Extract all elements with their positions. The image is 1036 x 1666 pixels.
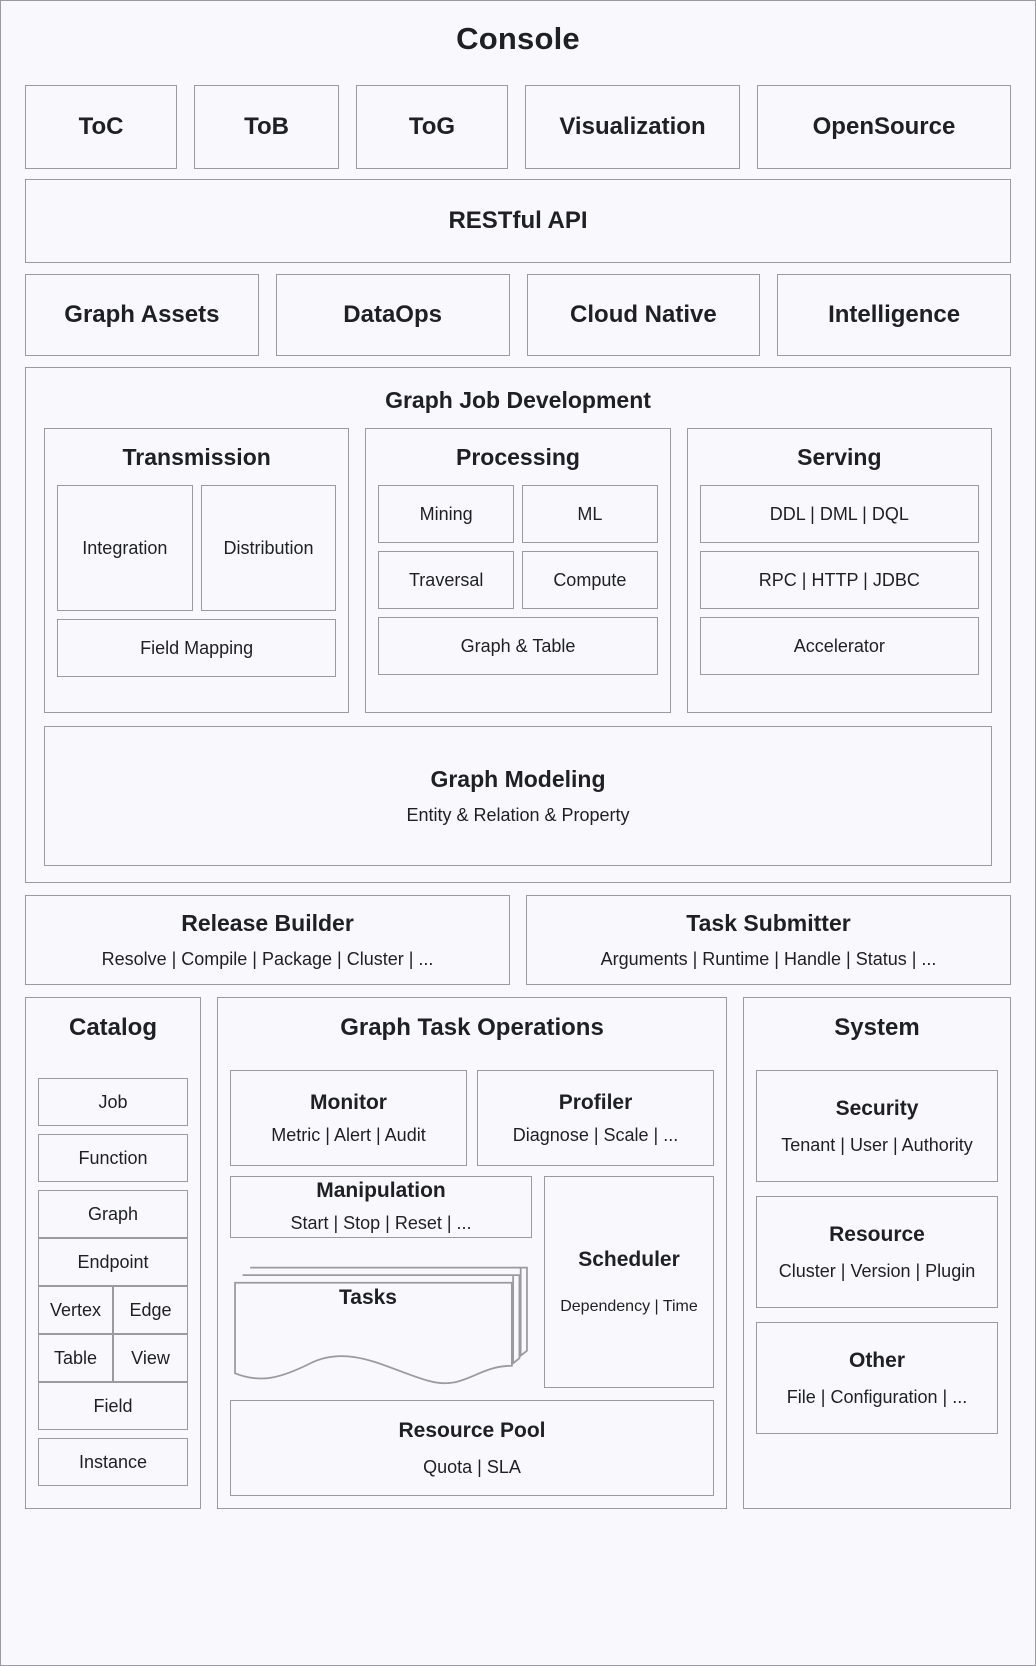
scheduler-title: Scheduler (578, 1248, 680, 1271)
graph-task-operations-column: Graph Task Operations Monitor Metric | A… (217, 997, 727, 1509)
manipulation-scheduler-row: Manipulation Start | Stop | Reset | ... … (230, 1176, 714, 1388)
profiler-subtitle: Diagnose | Scale | ... (512, 1124, 679, 1145)
task-submitter-title: Task Submitter (686, 910, 851, 936)
capability-dataops[interactable]: DataOps (275, 274, 510, 356)
transmission-distribution[interactable]: Distribution (200, 485, 337, 611)
graph-job-development-section: Graph Job Development Transmission Integ… (25, 367, 1011, 883)
system-title: System (834, 1014, 920, 1041)
graph-modeling-title: Graph Modeling (430, 766, 606, 793)
catalog-item-endpoint[interactable]: Endpoint (38, 1238, 188, 1286)
catalog-title: Catalog (68, 1014, 157, 1041)
channel-visualization[interactable]: Visualization (525, 85, 740, 169)
tasks-document-stack-icon (234, 1266, 528, 1384)
catalog-item-view[interactable]: View (113, 1334, 188, 1382)
bottom-row: Catalog Job Function Graph Endpoint Vert… (25, 997, 1011, 1509)
processing-traversal[interactable]: Traversal (378, 551, 514, 609)
transmission-field-mapping[interactable]: Field Mapping (57, 619, 337, 677)
serving-ddl-dml-dql[interactable]: DDL | DML | DQL (699, 485, 979, 543)
catalog-item-instance[interactable]: Instance (38, 1438, 188, 1486)
graph-job-development-title: Graph Job Development (385, 387, 651, 413)
processing-compute[interactable]: Compute (522, 551, 658, 609)
other-subtitle: File | Configuration | ... (786, 1386, 968, 1407)
release-builder-title: Release Builder (181, 910, 354, 936)
system-column: System Security Tenant | User | Authorit… (743, 997, 1011, 1509)
processing-title: Processing (455, 444, 580, 470)
processing-graph-and-table[interactable]: Graph & Table (378, 617, 658, 675)
transmission-integration[interactable]: Integration (57, 485, 193, 611)
graph-task-operations-title: Graph Task Operations (340, 1014, 604, 1041)
catalog-item-table[interactable]: Table (38, 1334, 113, 1382)
builder-row: Release Builder Resolve | Compile | Pack… (25, 895, 1011, 985)
resource-subtitle: Cluster | Version | Plugin (778, 1260, 976, 1281)
restful-api-layer: RESTful API (25, 179, 1011, 263)
channel-toc[interactable]: ToC (25, 85, 177, 169)
security-subtitle: Tenant | User | Authority (781, 1134, 973, 1155)
task-submitter-box[interactable]: Task Submitter Arguments | Runtime | Han… (526, 895, 1011, 985)
channel-tog[interactable]: ToG (356, 85, 508, 169)
transmission-pair-row: Integration Distribution (57, 485, 337, 611)
resource-pool-title: Resource Pool (398, 1418, 546, 1442)
manipulation-box[interactable]: Manipulation Start | Stop | Reset | ... (230, 1176, 532, 1238)
manipulation-subtitle: Start | Stop | Reset | ... (290, 1213, 472, 1234)
capability-graph-assets[interactable]: Graph Assets (25, 274, 259, 356)
serving-column: Serving DDL | DML | DQL RPC | HTTP | JDB… (686, 428, 992, 714)
catalog-split-row-2: Table View (38, 1334, 188, 1382)
monitor-box[interactable]: Monitor Metric | Alert | Audit (230, 1070, 467, 1166)
task-submitter-subtitle: Arguments | Runtime | Handle | Status | … (600, 949, 937, 969)
manipulation-title: Manipulation (316, 1179, 446, 1203)
processing-pair-row-2: Traversal Compute (378, 551, 658, 609)
graph-job-development-columns: Transmission Integration Distribution Fi… (44, 428, 992, 714)
scheduler-subtitle: Dependency | Time (560, 1298, 698, 1315)
console-title: Console (456, 21, 580, 56)
catalog-item-edge[interactable]: Edge (113, 1286, 188, 1334)
system-card-other[interactable]: Other File | Configuration | ... (756, 1322, 998, 1434)
processing-pair-row-1: Mining ML (378, 485, 658, 543)
monitor-title: Monitor (310, 1090, 387, 1114)
resource-pool-box[interactable]: Resource Pool Quota | SLA (230, 1400, 714, 1496)
channel-row: ToC ToB ToG Visualization OpenSource (25, 85, 1011, 169)
processing-ml[interactable]: ML (522, 485, 658, 543)
capability-cloud-native[interactable]: Cloud Native (526, 274, 761, 356)
system-card-resource[interactable]: Resource Cluster | Version | Plugin (756, 1196, 998, 1308)
profiler-title: Profiler (558, 1090, 633, 1114)
security-title: Security (835, 1096, 919, 1120)
capability-row: Graph Assets DataOps Cloud Native Intell… (25, 274, 1011, 356)
catalog-item-job[interactable]: Job (38, 1078, 188, 1126)
capability-intelligence[interactable]: Intelligence (777, 274, 1011, 356)
graph-modeling-box[interactable]: Graph Modeling Entity & Relation & Prope… (44, 726, 992, 866)
channel-tob[interactable]: ToB (194, 85, 339, 169)
tasks-stack[interactable]: Tasks (230, 1250, 532, 1388)
scheduler-box[interactable]: Scheduler Dependency | Time (544, 1176, 714, 1388)
catalog-item-function[interactable]: Function (38, 1134, 188, 1182)
catalog-split-row-1: Vertex Edge (38, 1286, 188, 1334)
processing-column: Processing Mining ML Traversal Compute G… (365, 428, 671, 714)
catalog-stack: Graph Endpoint Vertex Edge Table View Fi… (38, 1190, 188, 1430)
serving-accelerator[interactable]: Accelerator (699, 617, 979, 675)
processing-mining[interactable]: Mining (378, 485, 514, 543)
manipulation-tasks-group: Manipulation Start | Stop | Reset | ... … (230, 1176, 532, 1388)
serving-title: Serving (797, 444, 882, 470)
transmission-title: Transmission (122, 444, 271, 470)
profiler-box[interactable]: Profiler Diagnose | Scale | ... (477, 1070, 714, 1166)
other-title: Other (848, 1348, 905, 1372)
catalog-item-graph[interactable]: Graph (38, 1190, 188, 1238)
catalog-column: Catalog Job Function Graph Endpoint Vert… (25, 997, 201, 1509)
system-card-security[interactable]: Security Tenant | User | Authority (756, 1070, 998, 1182)
release-builder-box[interactable]: Release Builder Resolve | Compile | Pack… (25, 895, 510, 985)
resource-title: Resource (829, 1222, 925, 1246)
channel-opensource[interactable]: OpenSource (757, 85, 1011, 169)
resource-pool-subtitle: Quota | SLA (423, 1456, 521, 1477)
catalog-list: Job Function Graph Endpoint Vertex Edge … (38, 1078, 188, 1486)
catalog-item-field[interactable]: Field (38, 1382, 188, 1430)
transmission-column: Transmission Integration Distribution Fi… (44, 428, 350, 714)
monitor-profiler-row: Monitor Metric | Alert | Audit Profiler … (230, 1070, 714, 1166)
release-builder-subtitle: Resolve | Compile | Package | Cluster | … (101, 949, 434, 969)
monitor-subtitle: Metric | Alert | Audit (271, 1124, 426, 1145)
serving-rpc-http-jdbc[interactable]: RPC | HTTP | JDBC (699, 551, 979, 609)
graph-modeling-subtitle: Entity & Relation & Property (406, 805, 630, 826)
catalog-item-vertex[interactable]: Vertex (38, 1286, 113, 1334)
